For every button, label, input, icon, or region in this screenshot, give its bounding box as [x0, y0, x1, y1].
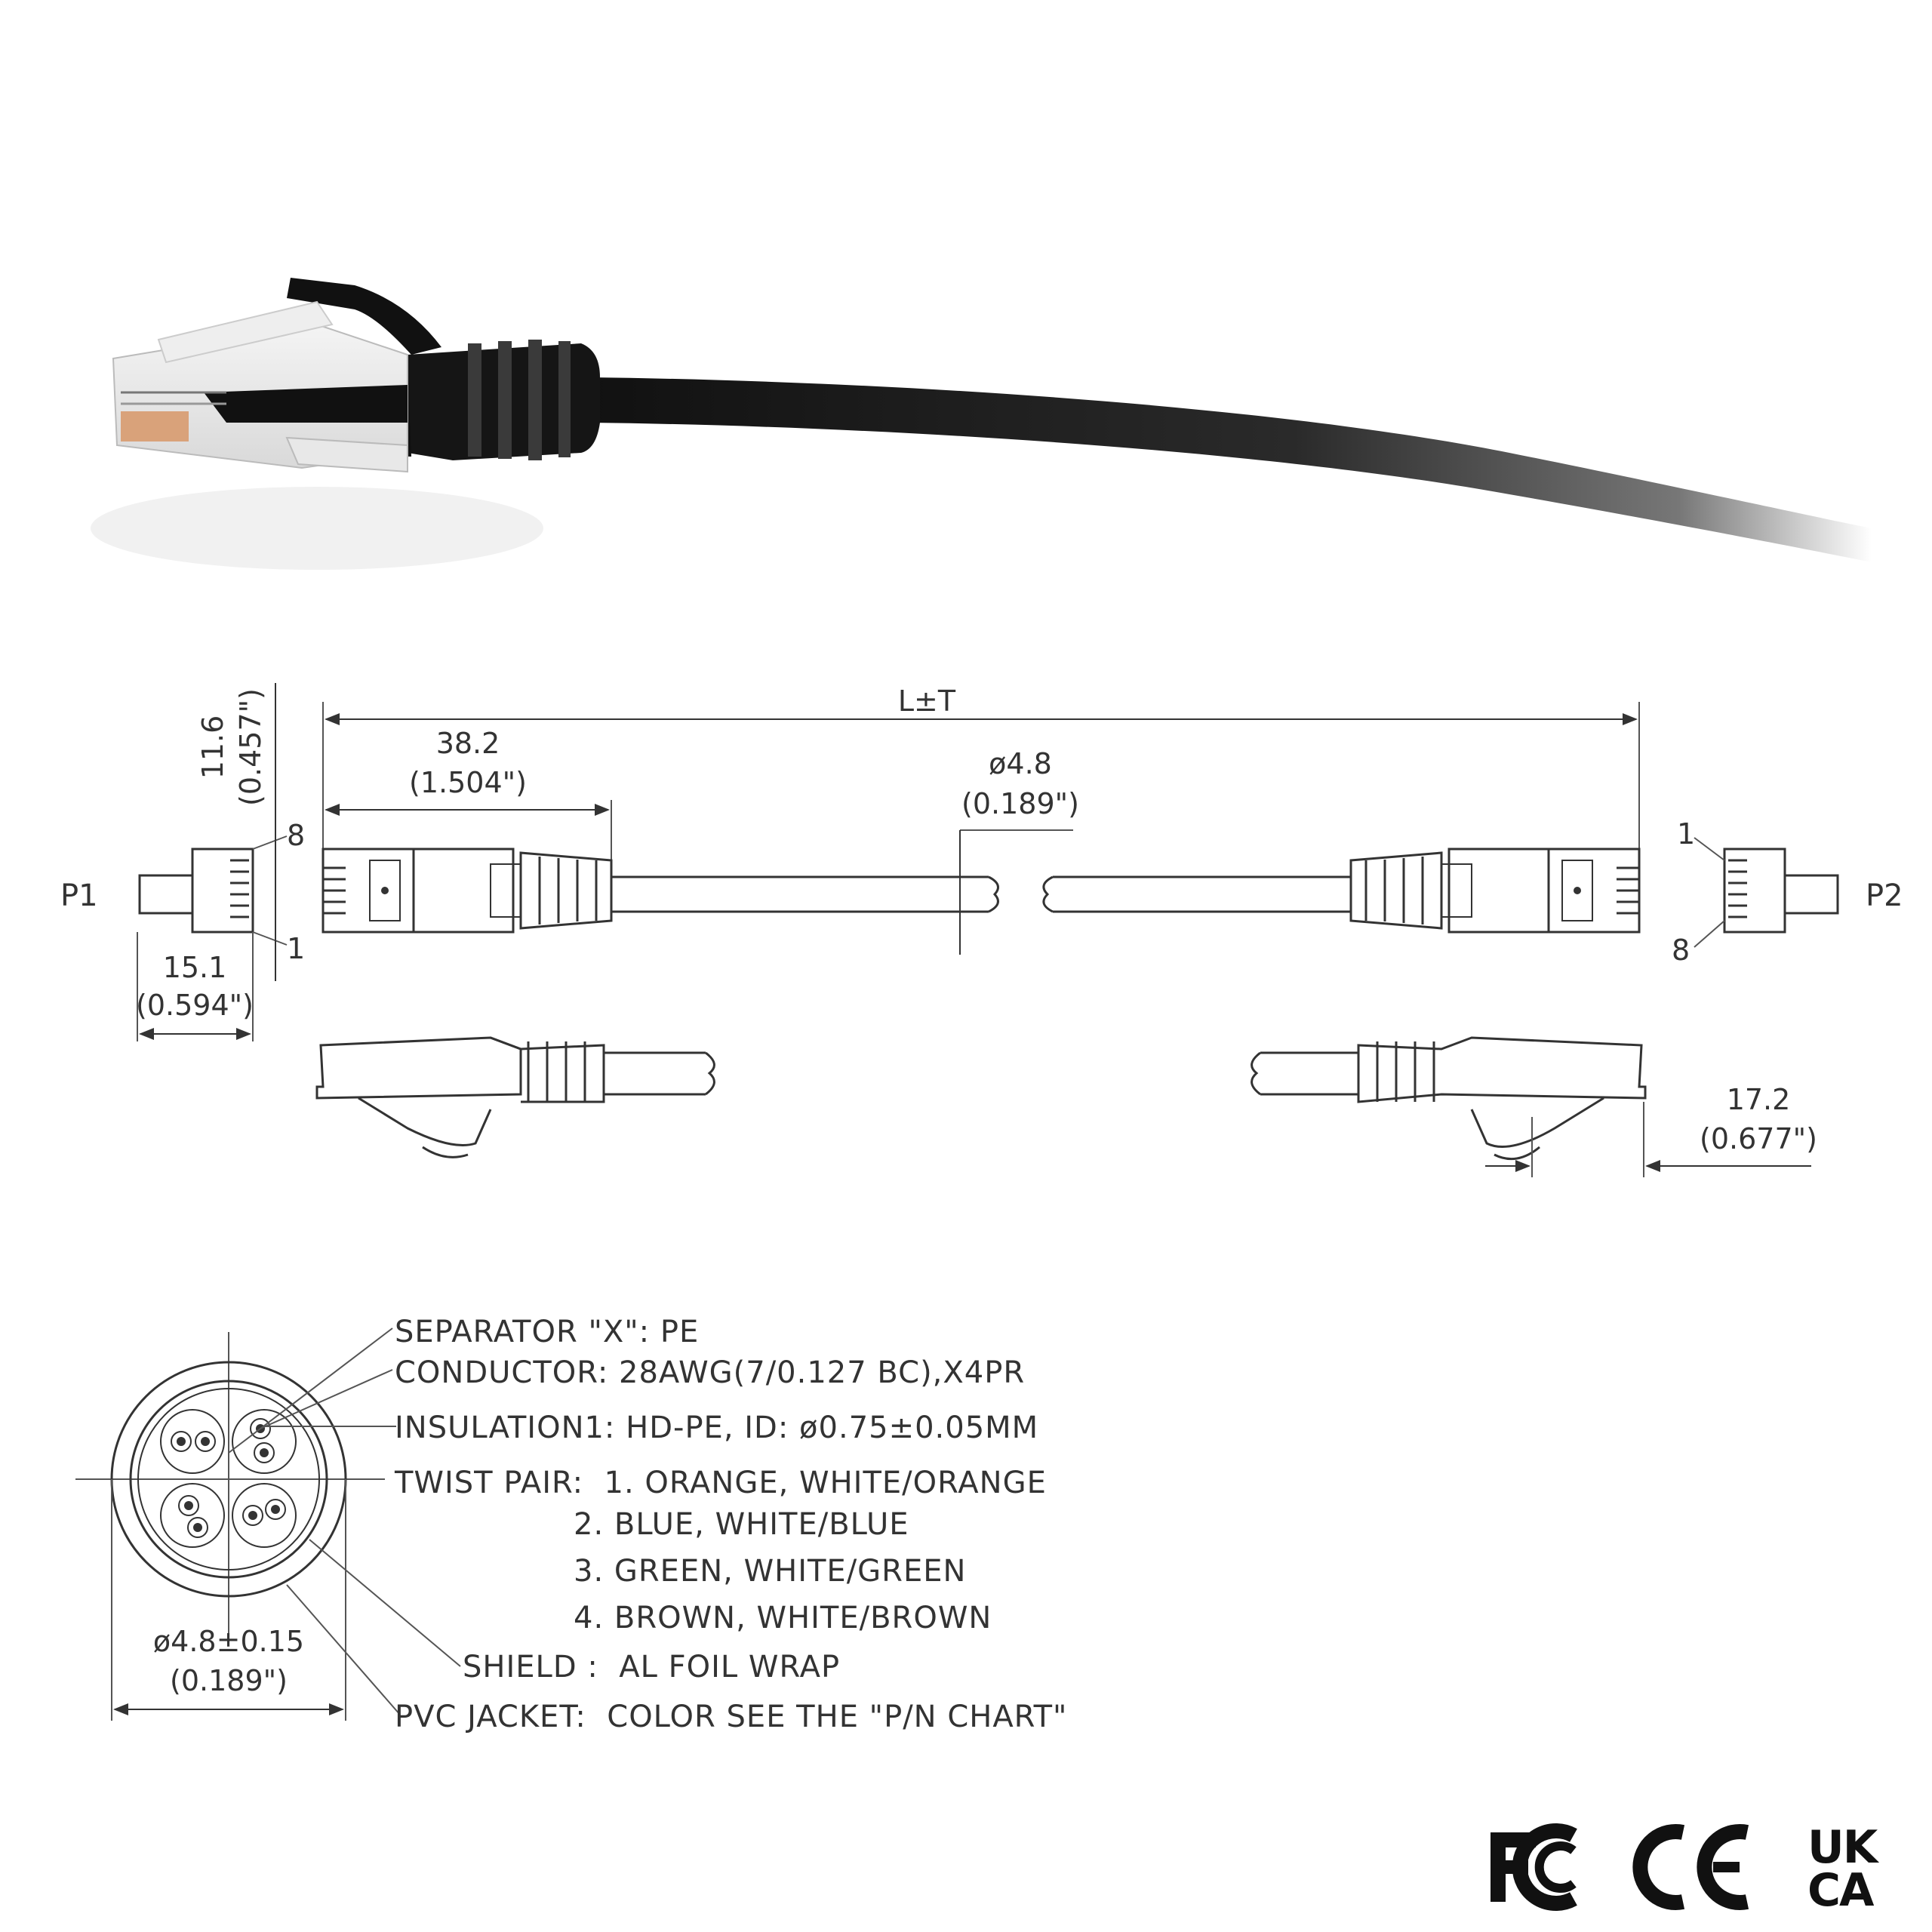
p2-pin-1: 1 [1677, 817, 1695, 851]
p1-pin-8: 8 [287, 819, 305, 852]
side-view-drawing: 17.2 (0.677") [315, 1036, 1817, 1177]
fcc-logo [1491, 1823, 1577, 1911]
plug-length-in: (1.504") [409, 766, 527, 799]
cable-diameter-in: (0.189") [961, 787, 1079, 820]
left-connector-side [315, 1036, 715, 1158]
latch-length-mm: 17.2 [1727, 1083, 1791, 1116]
p2-pin-8: 8 [1672, 934, 1690, 967]
ce-logo [1632, 1824, 1749, 1910]
port-left-label: P1 [60, 878, 98, 913]
jacket-diameter-mm: ø4.8±0.15 [153, 1625, 304, 1658]
port-right-label: P2 [1866, 878, 1903, 913]
latch-tab [287, 278, 441, 355]
latch-length-in: (0.677") [1700, 1122, 1817, 1155]
plug-height-mm: 11.6 [196, 715, 229, 780]
certification-marks: UK CA [1491, 1821, 1881, 1917]
p2-front-view [1694, 837, 1839, 948]
twisted-pairs [160, 1409, 297, 1548]
jacket-diameter-in: (0.189") [170, 1664, 288, 1697]
p1-pin-1: 1 [287, 932, 305, 965]
rj45-plug [112, 300, 408, 473]
spec-twist-pair-2: 2. BLUE, WHITE/BLUE [574, 1507, 909, 1542]
svg-text:CA: CA [1807, 1864, 1875, 1917]
svg-text:UK: UK [1807, 1821, 1880, 1874]
plug-length-mm: 38.2 [436, 727, 500, 760]
spec-twist-pair-1: TWIST PAIR: 1. ORANGE, WHITE/ORANGE [394, 1466, 1047, 1500]
spec-twist-pair-4: 4. BROWN, WHITE/BROWN [574, 1601, 992, 1635]
spec-conductor: CONDUCTOR: 28AWG(7/0.127 BC),X4PR [395, 1355, 1025, 1390]
spec-pvc-jacket: PVC JACKET: COLOR SEE THE "P/N CHART" [395, 1700, 1067, 1734]
top-view-drawing: L±T 38.2 (1.504") ø4.8 (0.189") [60, 683, 1903, 1041]
spec-shield: SHIELD : AL FOIL WRAP [463, 1650, 840, 1684]
total-length-label: L±T [898, 685, 956, 718]
cable-diameter-mm: ø4.8 [989, 747, 1052, 780]
right-connector-side [1251, 1036, 1811, 1177]
spec-insulation: INSULATION1: HD-PE, ID: ø0.75±0.05MM [395, 1411, 1038, 1445]
product-photo [91, 278, 1872, 570]
left-connector-top [321, 848, 613, 934]
plug-width-mm: 15.1 [163, 951, 227, 984]
cable-cross-section: ø4.8±0.15 (0.189") SEPARATOR "X": PE CON… [75, 1315, 1067, 1734]
strain-relief-boot [408, 340, 600, 460]
cable-jacket [589, 377, 1872, 562]
spec-separator: SEPARATOR "X": PE [395, 1315, 699, 1349]
ukca-logo: UK CA [1807, 1821, 1881, 1917]
plug-width-in: (0.594") [136, 989, 254, 1022]
plug-height-in: (0.457") [234, 688, 267, 806]
spec-twist-pair-3: 3. GREEN, WHITE/GREEN [574, 1554, 966, 1589]
right-connector-top [1349, 848, 1641, 934]
p1-front-view [138, 835, 288, 946]
